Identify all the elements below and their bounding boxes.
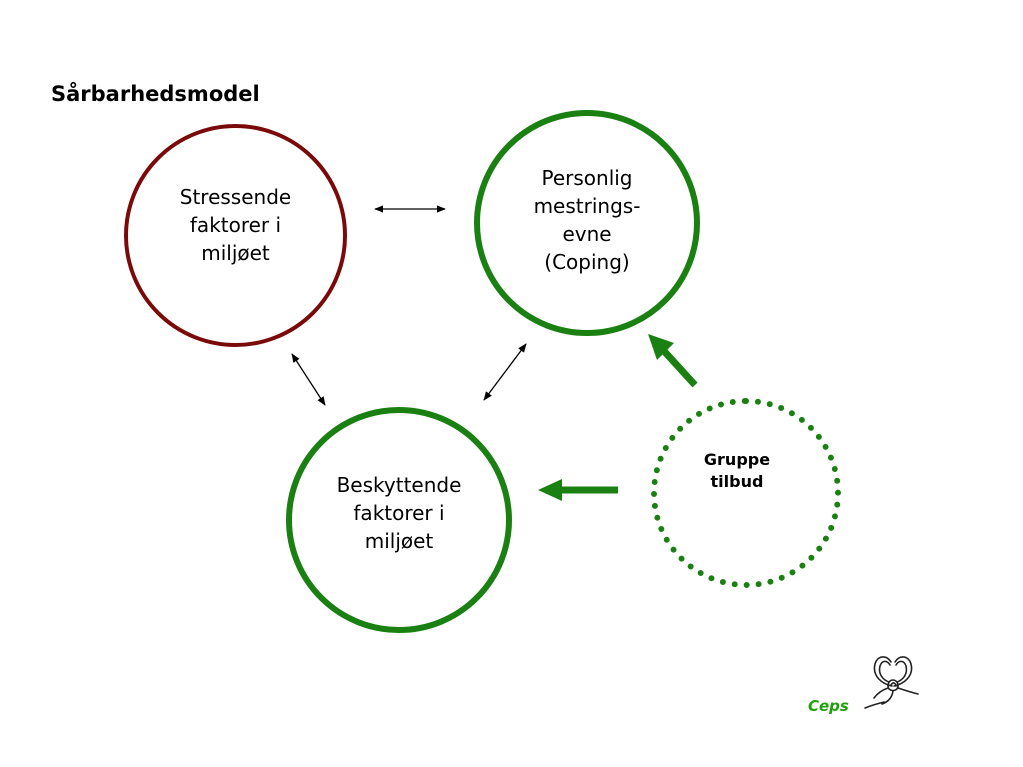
group-to-protect-arrow <box>538 479 618 501</box>
coping-protect-arrow <box>483 343 527 401</box>
coping-circle: Personlig mestrings- evne (Coping) <box>474 110 700 336</box>
group-to-coping-arrow <box>648 334 698 388</box>
stress-protect-arrow <box>291 353 326 406</box>
slide-title: Sårbarhedsmodel <box>51 82 260 106</box>
coping-label: Personlig mestrings- evne (Coping) <box>533 166 641 274</box>
group-offer-circle: Gruppe tilbud <box>651 398 841 588</box>
protective-factors-label: Beskyttende faktorer i miljøet <box>336 473 462 553</box>
ceps-logo-text: Ceps <box>808 697 849 715</box>
group-offer-label: Gruppe tilbud <box>703 450 771 491</box>
stress-factors-circle: Stressende faktorer i miljøet <box>124 124 347 347</box>
stress-factors-label: Stressende faktorer i miljøet <box>179 184 292 265</box>
ceps-flower-logo-icon <box>864 656 919 709</box>
protective-factors-circle: Beskyttende faktorer i miljøet <box>286 407 512 633</box>
